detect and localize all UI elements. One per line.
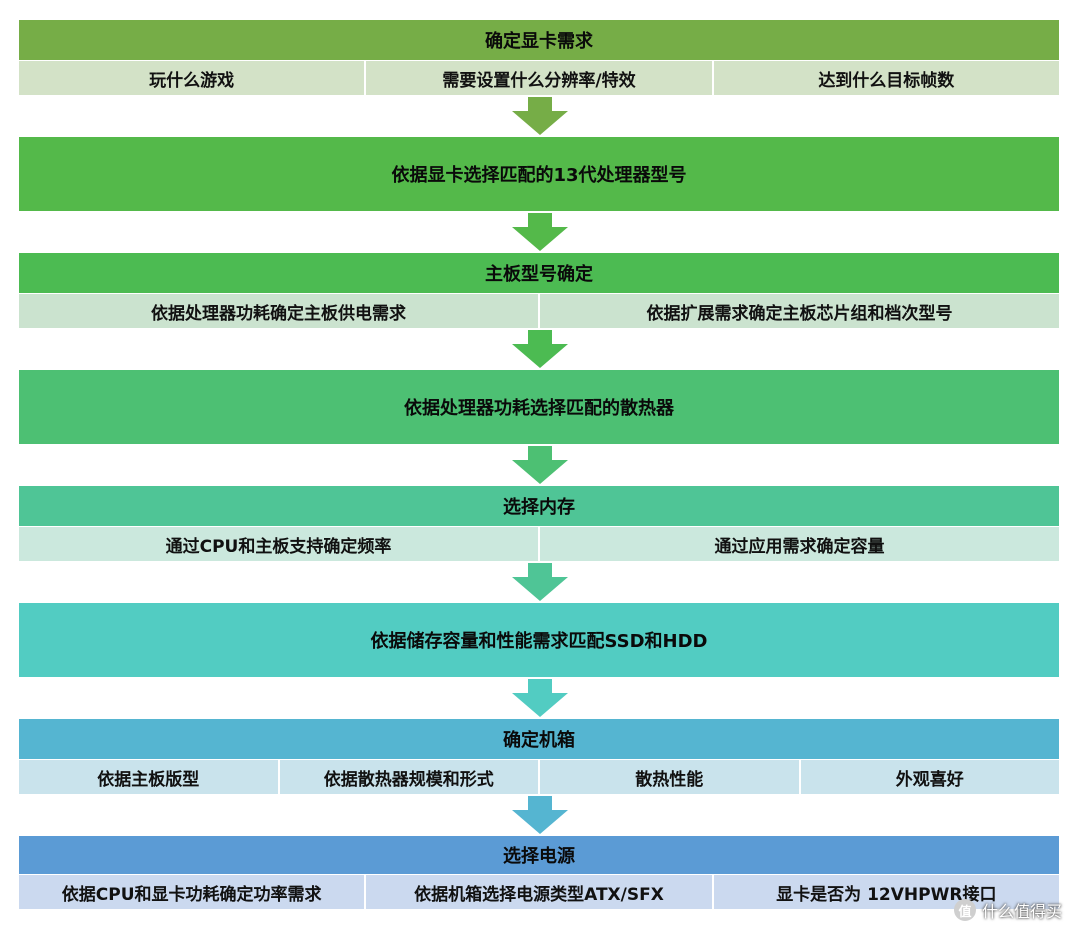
watermark: 值 什么值得买 bbox=[953, 898, 1062, 922]
stage-cooler-block: 依据处理器功耗选择匹配的散热器 bbox=[19, 370, 1059, 444]
stage-storage-title: 依据储存容量和性能需求匹配SSD和HDD bbox=[370, 631, 708, 652]
down-arrow-icon bbox=[512, 446, 568, 484]
memory-item-frequency: 通过CPU和主板支持确定频率 bbox=[19, 527, 540, 561]
case-item-appearance: 外观喜好 bbox=[895, 769, 964, 790]
case-item-cooler-size: 依据散热器规模和形式 bbox=[280, 760, 540, 794]
down-arrow-icon bbox=[512, 796, 568, 834]
watermark-label: 什么值得买 bbox=[981, 902, 1062, 921]
psu-item-connector: 显卡是否为 12VHPWR接口 bbox=[776, 884, 997, 905]
gpu-item-framerate: 达到什么目标帧数 bbox=[818, 70, 955, 91]
case-item-thermal: 散热性能 bbox=[540, 760, 801, 794]
stage-motherboard-items: 依据处理器功耗确定主板供电需求 依据扩展需求确定主板芯片组和档次型号 bbox=[19, 294, 1059, 328]
stage-psu-header: 选择电源 bbox=[19, 836, 1059, 874]
down-arrow-icon bbox=[512, 330, 568, 368]
stage-case-title: 确定机箱 bbox=[503, 730, 575, 751]
stage-motherboard-title: 主板型号确定 bbox=[485, 264, 593, 285]
stage-storage-block: 依据储存容量和性能需求匹配SSD和HDD bbox=[19, 603, 1059, 677]
gpu-item-game: 玩什么游戏 bbox=[19, 61, 367, 95]
stage-cpu-title: 依据显卡选择匹配的13代处理器型号 bbox=[391, 165, 687, 186]
watermark-logo-icon: 值 bbox=[953, 899, 976, 921]
memory-item-capacity: 通过应用需求确定容量 bbox=[714, 536, 885, 557]
stage-memory-title: 选择内存 bbox=[503, 497, 575, 518]
stage-case-header: 确定机箱 bbox=[19, 719, 1059, 759]
psu-item-form-factor: 依据机箱选择电源类型ATX/SFX bbox=[366, 875, 714, 909]
down-arrow-icon bbox=[512, 97, 568, 135]
gpu-item-resolution: 需要设置什么分辨率/特效 bbox=[366, 61, 714, 95]
stage-psu-items: 依据CPU和显卡功耗确定功率需求 依据机箱选择电源类型ATX/SFX 显卡是否为… bbox=[19, 875, 1059, 909]
stage-psu-title: 选择电源 bbox=[503, 846, 575, 867]
down-arrow-icon bbox=[512, 213, 568, 251]
stage-motherboard-header: 主板型号确定 bbox=[19, 253, 1059, 293]
stage-gpu-items: 玩什么游戏 需要设置什么分辨率/特效 达到什么目标帧数 bbox=[19, 61, 1059, 95]
stage-cpu-block: 依据显卡选择匹配的13代处理器型号 bbox=[19, 137, 1059, 211]
stage-gpu-header: 确定显卡需求 bbox=[19, 20, 1059, 60]
stage-gpu-title: 确定显卡需求 bbox=[485, 31, 593, 52]
motherboard-item-chipset: 依据扩展需求确定主板芯片组和档次型号 bbox=[646, 303, 953, 324]
stage-cooler-title: 依据处理器功耗选择匹配的散热器 bbox=[404, 398, 674, 419]
down-arrow-icon bbox=[512, 563, 568, 601]
case-item-form-factor: 依据主板版型 bbox=[19, 760, 280, 794]
stage-memory-header: 选择内存 bbox=[19, 486, 1059, 526]
stage-case-items: 依据主板版型 依据散热器规模和形式 散热性能 外观喜好 bbox=[19, 760, 1059, 794]
stage-memory-items: 通过CPU和主板支持确定频率 通过应用需求确定容量 bbox=[19, 527, 1059, 561]
motherboard-item-power: 依据处理器功耗确定主板供电需求 bbox=[19, 294, 540, 328]
down-arrow-icon bbox=[512, 679, 568, 717]
psu-item-wattage: 依据CPU和显卡功耗确定功率需求 bbox=[19, 875, 367, 909]
